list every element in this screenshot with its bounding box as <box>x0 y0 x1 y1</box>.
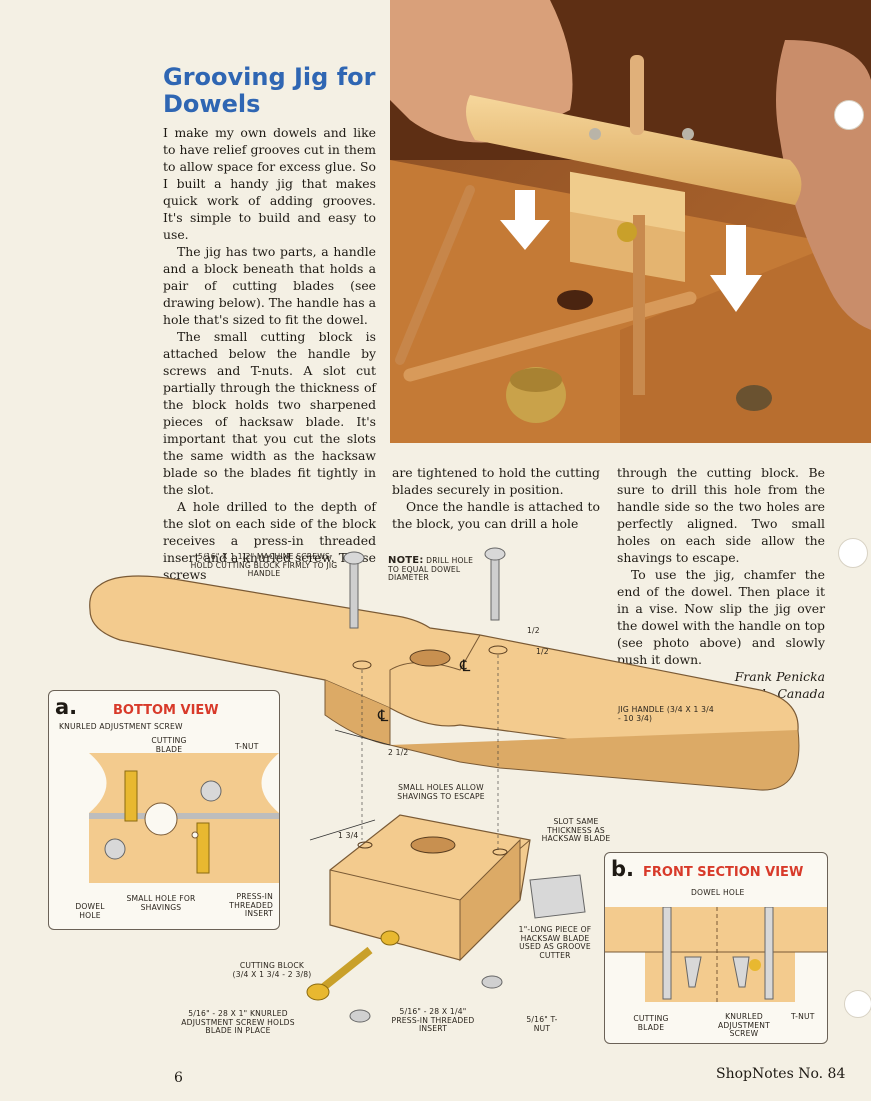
knurled-screw-label: 5/16" - 28 x 1" KNURLED ADJUSTMENT SCREW… <box>181 1009 295 1035</box>
dowel-hole-label: DOWEL HOLE <box>691 888 745 897</box>
knurled-label: KNURLED ADJUSTMENT SCREW <box>718 1012 770 1038</box>
jig-photo <box>390 0 871 443</box>
drawing-illustration <box>89 547 800 1023</box>
author-name: Frank Penicka <box>734 669 825 684</box>
press-in-label: PRESS-IN THREADED INSERT <box>229 892 273 918</box>
inset-bottom-view: a. BOTTOM VIEW KNURLED ADJUSTMENT SCREW … <box>48 690 280 930</box>
centerline-b: ℄ <box>378 706 389 725</box>
exploded-drawing <box>60 540 830 1050</box>
cutting-blade-label: CUTTING BLADE <box>151 736 187 754</box>
paragraph: The small cutting block is attached belo… <box>163 329 376 497</box>
knurled-label: KNURLED ADJUSTMENT SCREW <box>59 722 183 731</box>
inset-a-title: BOTTOM VIEW <box>113 703 219 718</box>
paragraph: The jig has two parts, a handle and a bl… <box>163 244 376 327</box>
title-line-2: Dowels <box>163 90 261 118</box>
paragraph: are tightened to hold the cutting blades… <box>392 465 600 497</box>
paragraph: A hole drilled to the depth of the slot … <box>163 499 376 582</box>
machine-screws-label: 5/16" x 1 1/2" MACHINE SCREWS HOLD CUTTI… <box>190 552 338 578</box>
article-column-1: I make my own dowels and like to have re… <box>163 124 376 583</box>
tnut-label: T-NUT <box>791 1012 815 1021</box>
magazine-footer: ShopNotes No. 84 <box>716 1066 846 1082</box>
article-title: Grooving Jig for Dowels <box>163 64 393 118</box>
dim-half-b: 1/2 <box>536 647 549 656</box>
hole-punch <box>838 538 868 568</box>
cutting-block-label: CUTTING BLOCK (3/4 x 1 3/4 - 2 3/8) <box>232 961 312 979</box>
dim-2-half: 2 1/2 <box>388 748 409 757</box>
jig-handle-label: JIG HANDLE (3/4 x 1 3/4 - 10 3/4) <box>618 705 714 723</box>
tnut-label: T-NUT <box>235 742 259 751</box>
article-column-2: are tightened to hold the cutting blades… <box>392 464 600 532</box>
centerline-a: ℄ <box>460 656 471 675</box>
bottom-view-illustration <box>89 753 279 883</box>
small-hole-label: SMALL HOLE FOR SHAVINGS <box>126 894 196 912</box>
note-head: NOTE: <box>388 555 424 566</box>
front-section-illustration <box>605 907 827 1002</box>
paragraph: I make my own dowels and like to have re… <box>163 125 376 242</box>
photo-illustration <box>390 0 871 443</box>
slot-same-label: SLOT SAME THICKNESS AS HACKSAW BLADE <box>541 817 611 843</box>
press-insert-label: 5/16" - 28 x 1/4" PRESS-IN THREADED INSE… <box>391 1007 475 1033</box>
small-holes-label: SMALL HOLES ALLOW SHAVINGS TO ESCAPE <box>397 783 485 801</box>
inset-front-section-view: b. FRONT SECTION VIEW DOWEL HOLE CUTTING… <box>604 852 828 1044</box>
inset-b-title: FRONT SECTION VIEW <box>643 865 804 880</box>
hacksaw-piece-label: 1"-LONG PIECE OF HACKSAW BLADE USED AS G… <box>518 925 592 960</box>
note-body: DRILL HOLE TO EQUAL DOWEL DIAMETER <box>388 556 474 582</box>
paragraph: To use the jig, chamfer the end of the d… <box>617 567 825 667</box>
cutting-blade-label: CUTTING BLADE <box>633 1014 669 1032</box>
dowel-hole-label: DOWEL HOLE <box>75 902 105 920</box>
paragraph: through the cutting block. Be sure to dr… <box>617 465 825 565</box>
tnut-label: 5/16" T-NUT <box>526 1015 558 1033</box>
title-line-1: Grooving Jig for <box>163 63 376 91</box>
dim-1-three-quarter: 1 3/4 <box>338 831 359 840</box>
inset-a-letter: a. <box>55 695 78 719</box>
dim-half-a: 1/2 <box>527 626 540 635</box>
hole-punch <box>834 100 864 130</box>
inset-b-letter: b. <box>611 857 635 881</box>
page-number: 6 <box>174 1070 183 1086</box>
note-label: NOTE: DRILL HOLE TO EQUAL DOWEL DIAMETER <box>388 555 484 583</box>
hole-punch <box>844 990 871 1018</box>
paragraph: Once the handle is attached to the block… <box>392 499 600 531</box>
